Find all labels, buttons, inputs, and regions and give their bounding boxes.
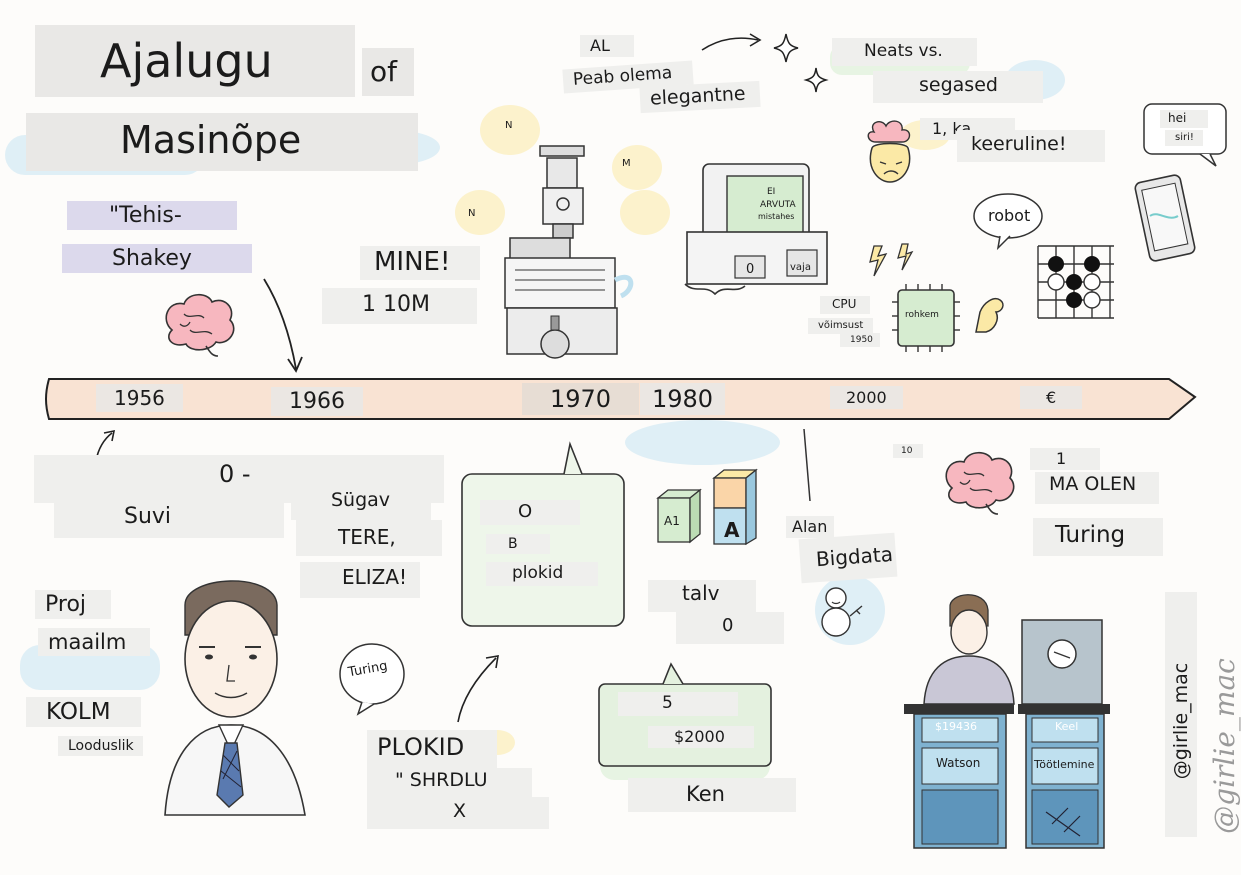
label-shakey: Shakey — [62, 244, 252, 274]
arrow-icon — [701, 33, 762, 51]
watercolor-wash — [620, 190, 670, 235]
computer-zero: 0 — [746, 262, 755, 277]
cpu-chip-icon — [892, 284, 960, 352]
label-turing-right: Turing — [1033, 518, 1163, 556]
label-neats: Neats vs. — [832, 38, 977, 66]
label-ten: 10 — [893, 444, 923, 459]
title-line-2: Masinõpe — [26, 113, 418, 171]
label-alan: Alan — [786, 516, 834, 539]
chip-label: rohkem — [905, 310, 939, 320]
timeline-year: 1970 — [522, 383, 640, 415]
label-tehis: "Tehis- — [67, 201, 237, 231]
label-talv: talv — [648, 580, 756, 612]
label-kolm: KOLM — [26, 697, 141, 728]
title-line-1: Ajalugu — [35, 25, 355, 97]
jeopardy-podiums-illustration — [904, 594, 1110, 849]
label-maailm: maailm — [38, 628, 150, 657]
speech-bubble — [339, 643, 405, 716]
label-voimsust: võimsust — [808, 318, 873, 334]
timeline-year: 1956 — [96, 384, 183, 412]
robot-letter-n: N — [468, 208, 476, 219]
label-proj: Proj — [35, 590, 111, 620]
label-1950: 1950 — [840, 333, 880, 348]
podium-keel: Keel — [1055, 720, 1079, 733]
podium-watson: Watson — [936, 756, 981, 770]
label-segased: segased — [873, 71, 1043, 103]
arrow-icon — [263, 278, 303, 373]
robot-letter-n: N — [505, 120, 513, 131]
brain-icon — [165, 293, 235, 357]
label-plokid: PLOKID — [367, 730, 497, 768]
label-ma-olen: MA OLEN — [1035, 472, 1159, 504]
timeline-year: € — [1020, 386, 1083, 409]
title-of: of — [362, 48, 414, 96]
robot-letter-m: M — [622, 158, 631, 169]
shakey-robot-illustration — [504, 145, 634, 359]
vertical-line — [803, 428, 811, 502]
author-signature: @girlie_mac — [1208, 658, 1241, 834]
label-looduslik: Looduslik — [58, 736, 143, 757]
label-zero-dash: 0 - — [34, 455, 444, 503]
portrait-illustration — [164, 580, 306, 816]
timeline-year: 1980 — [640, 383, 726, 415]
label-ken: Ken — [628, 778, 796, 812]
screen-dollars: $2000 — [648, 726, 754, 749]
label-eliza: ELIZA! — [300, 562, 420, 598]
label-talv-zero: 0 — [676, 612, 784, 644]
label-mine-sub: 1 10M — [322, 288, 477, 324]
screen-text: ARVUTA — [760, 200, 796, 210]
label-suvi: Suvi — [54, 500, 284, 538]
podium-score: $19436 — [935, 720, 977, 733]
label-shrdlu: " SHRDLU — [367, 768, 532, 798]
bubble-text-robot: robot — [988, 206, 1031, 225]
box-text-b: B — [486, 534, 550, 555]
watercolor-wash — [612, 145, 662, 190]
watercolor-wash — [625, 420, 780, 465]
label-bigdata: Bigdata — [798, 532, 898, 584]
sparkle-icon — [773, 33, 829, 93]
go-board-icon — [1037, 245, 1114, 319]
bubble-text-hei: hei — [1160, 110, 1208, 128]
author-handle-rotated: @girlie_mac — [1170, 662, 1192, 780]
arrow-icon — [457, 655, 499, 723]
label-keeruline: keeruline! — [957, 130, 1105, 162]
label-one: 1 — [1030, 448, 1100, 471]
box-text-plokid: plokid — [486, 562, 598, 586]
computer-vaja: vaja — [790, 262, 811, 273]
label-x: X — [367, 797, 549, 829]
author-handle — [1165, 592, 1197, 837]
label-sugav: Sügav — [291, 486, 431, 520]
bubble-text-siri: siri! — [1165, 130, 1203, 146]
label-tere: TERE, — [296, 520, 442, 556]
computer-illustration — [684, 163, 828, 296]
cube-label-a: A — [724, 518, 740, 542]
lightning-icon — [869, 243, 914, 277]
phone-icon — [1134, 174, 1196, 262]
podium-tootlemine: Töötlemine — [1034, 758, 1095, 771]
screen-text: EI — [767, 187, 776, 197]
snowman-icon — [821, 587, 863, 637]
watercolor-wash — [455, 190, 505, 235]
brain-icon — [945, 451, 1015, 515]
screen-text: mistahes — [758, 212, 795, 221]
label-al: AL — [580, 35, 634, 58]
watercolor-wash — [480, 105, 540, 155]
speech-bubble — [973, 193, 1043, 251]
cube-label-a1: A1 — [664, 514, 680, 528]
timeline-year: 1966 — [271, 387, 363, 416]
label-mine: MINE! — [360, 246, 480, 280]
label-cpu: CPU — [820, 296, 870, 314]
timeline-year: 2000 — [830, 386, 903, 409]
exploding-head-icon — [867, 120, 911, 183]
block-cubes-icon — [656, 468, 758, 546]
box-text-o: O — [480, 500, 580, 525]
muscle-arm-icon — [975, 298, 1004, 333]
screen-five: 5 — [618, 692, 738, 716]
label-elegantne: elegantne — [639, 80, 761, 113]
